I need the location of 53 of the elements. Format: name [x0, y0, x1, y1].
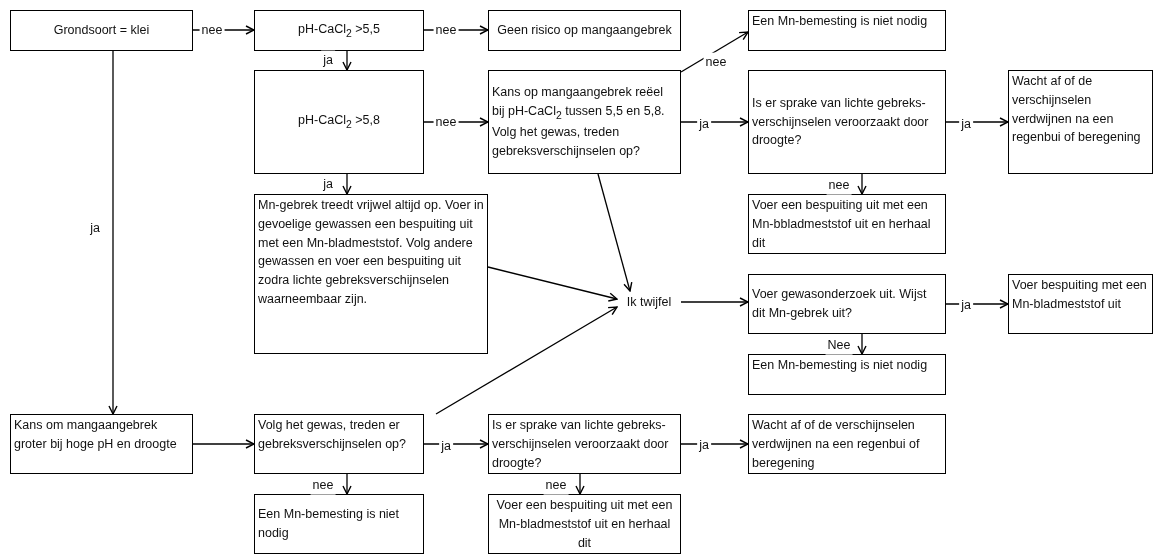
- arrow: [192, 439, 255, 449]
- box-text: Een Mn-bemesting is niet nodig: [752, 13, 929, 30]
- process-box: [254, 414, 424, 474]
- process-box: [1008, 70, 1153, 174]
- decision-text: Ik twijfel: [626, 293, 672, 311]
- arrow: [435, 306, 618, 415]
- box-text: pH-CaCl$_{2}$ >5,8: [298, 112, 380, 132]
- process-box: [488, 10, 681, 51]
- box-text: Is er sprake van lichte gebreks-verschijnselen veroorzaakt door droogte?: [492, 417, 670, 472]
- process-box: [748, 414, 946, 474]
- box-text: Voer een bespuiting uit met een Mn-bbladmeststof uit en herhaal dit: [752, 197, 932, 252]
- arrow: [680, 297, 749, 307]
- arrow: [945, 299, 1009, 309]
- process-box: [254, 10, 424, 51]
- process-box: [488, 70, 681, 174]
- box-text: Voer een bespuiting uit met een Mn-bladmeststof uit en herhaal dit: [495, 497, 674, 552]
- arrow: [487, 266, 618, 302]
- process-box: [748, 194, 946, 254]
- box-text: Een Mn-bemesting is niet nodig: [752, 357, 929, 374]
- arrow: [575, 473, 585, 495]
- arrow: [680, 439, 749, 449]
- process-box: [10, 10, 193, 51]
- process-box: [254, 70, 424, 174]
- box-text: Een Mn-bemesting is niet nodig: [258, 506, 401, 542]
- arrow: [857, 333, 867, 355]
- process-box: [748, 10, 946, 51]
- process-box: [488, 414, 681, 474]
- box-text: Grondsoort = klei: [53, 22, 150, 40]
- box-text: Geen risico op mangaangebrek: [497, 22, 672, 40]
- box-text: pH-CaCl$_{2}$ >5,5: [298, 20, 380, 41]
- arrow: [342, 473, 352, 495]
- process-box: [254, 494, 424, 554]
- box-text: Kans om mangaangebrek groter bij hoge pH en droogte: [14, 417, 178, 453]
- box-text: Voer bespuiting met een Mn-bladmeststof uit: [1012, 277, 1148, 313]
- process-box: [254, 194, 488, 354]
- box-text: Is er sprake van lichte gebreks-verschijnselen veroorzaakt door droogte?: [752, 94, 930, 150]
- arrow: [342, 173, 352, 195]
- box-text: Volg het gewas, treden er gebreksverschijnselen op?: [258, 417, 407, 453]
- box-text: Wacht af of de verschijnselen verdwijnen na een regenbui of beregening: [1012, 73, 1142, 147]
- process-box: [748, 70, 946, 174]
- process-box: [10, 414, 193, 474]
- arrow: [342, 50, 352, 71]
- box-text: Wacht af of de verschijnselen verdwijnen na een regenbui of beregening: [752, 417, 921, 472]
- arrow: [423, 439, 489, 449]
- arrow: [108, 50, 118, 415]
- arrow: [857, 173, 867, 195]
- box-text: Kans op mangaangebrek reëel bij pH-CaCl$_{2}$ tussen 5,5 en 5,8. Volg het gewas, treden gebreksverschijnselen op?: [492, 84, 666, 160]
- process-box: [1008, 274, 1153, 334]
- box-text: Mn-gebrek treedt vrijwel altijd op. Voer in gevoelige gewassen een bespuiting uit met een Mn-bladmeststof. Volg andere gewassen en voer een bespuiting uit zodra lichte gebreksverschijnselen waarneembaar zijn.: [258, 197, 484, 308]
- box-text: Voer gewasonderzoek uit. Wijst dit Mn-gebrek uit?: [752, 286, 928, 322]
- process-box: [748, 354, 946, 395]
- arrow: [597, 173, 633, 292]
- process-box: [748, 274, 946, 334]
